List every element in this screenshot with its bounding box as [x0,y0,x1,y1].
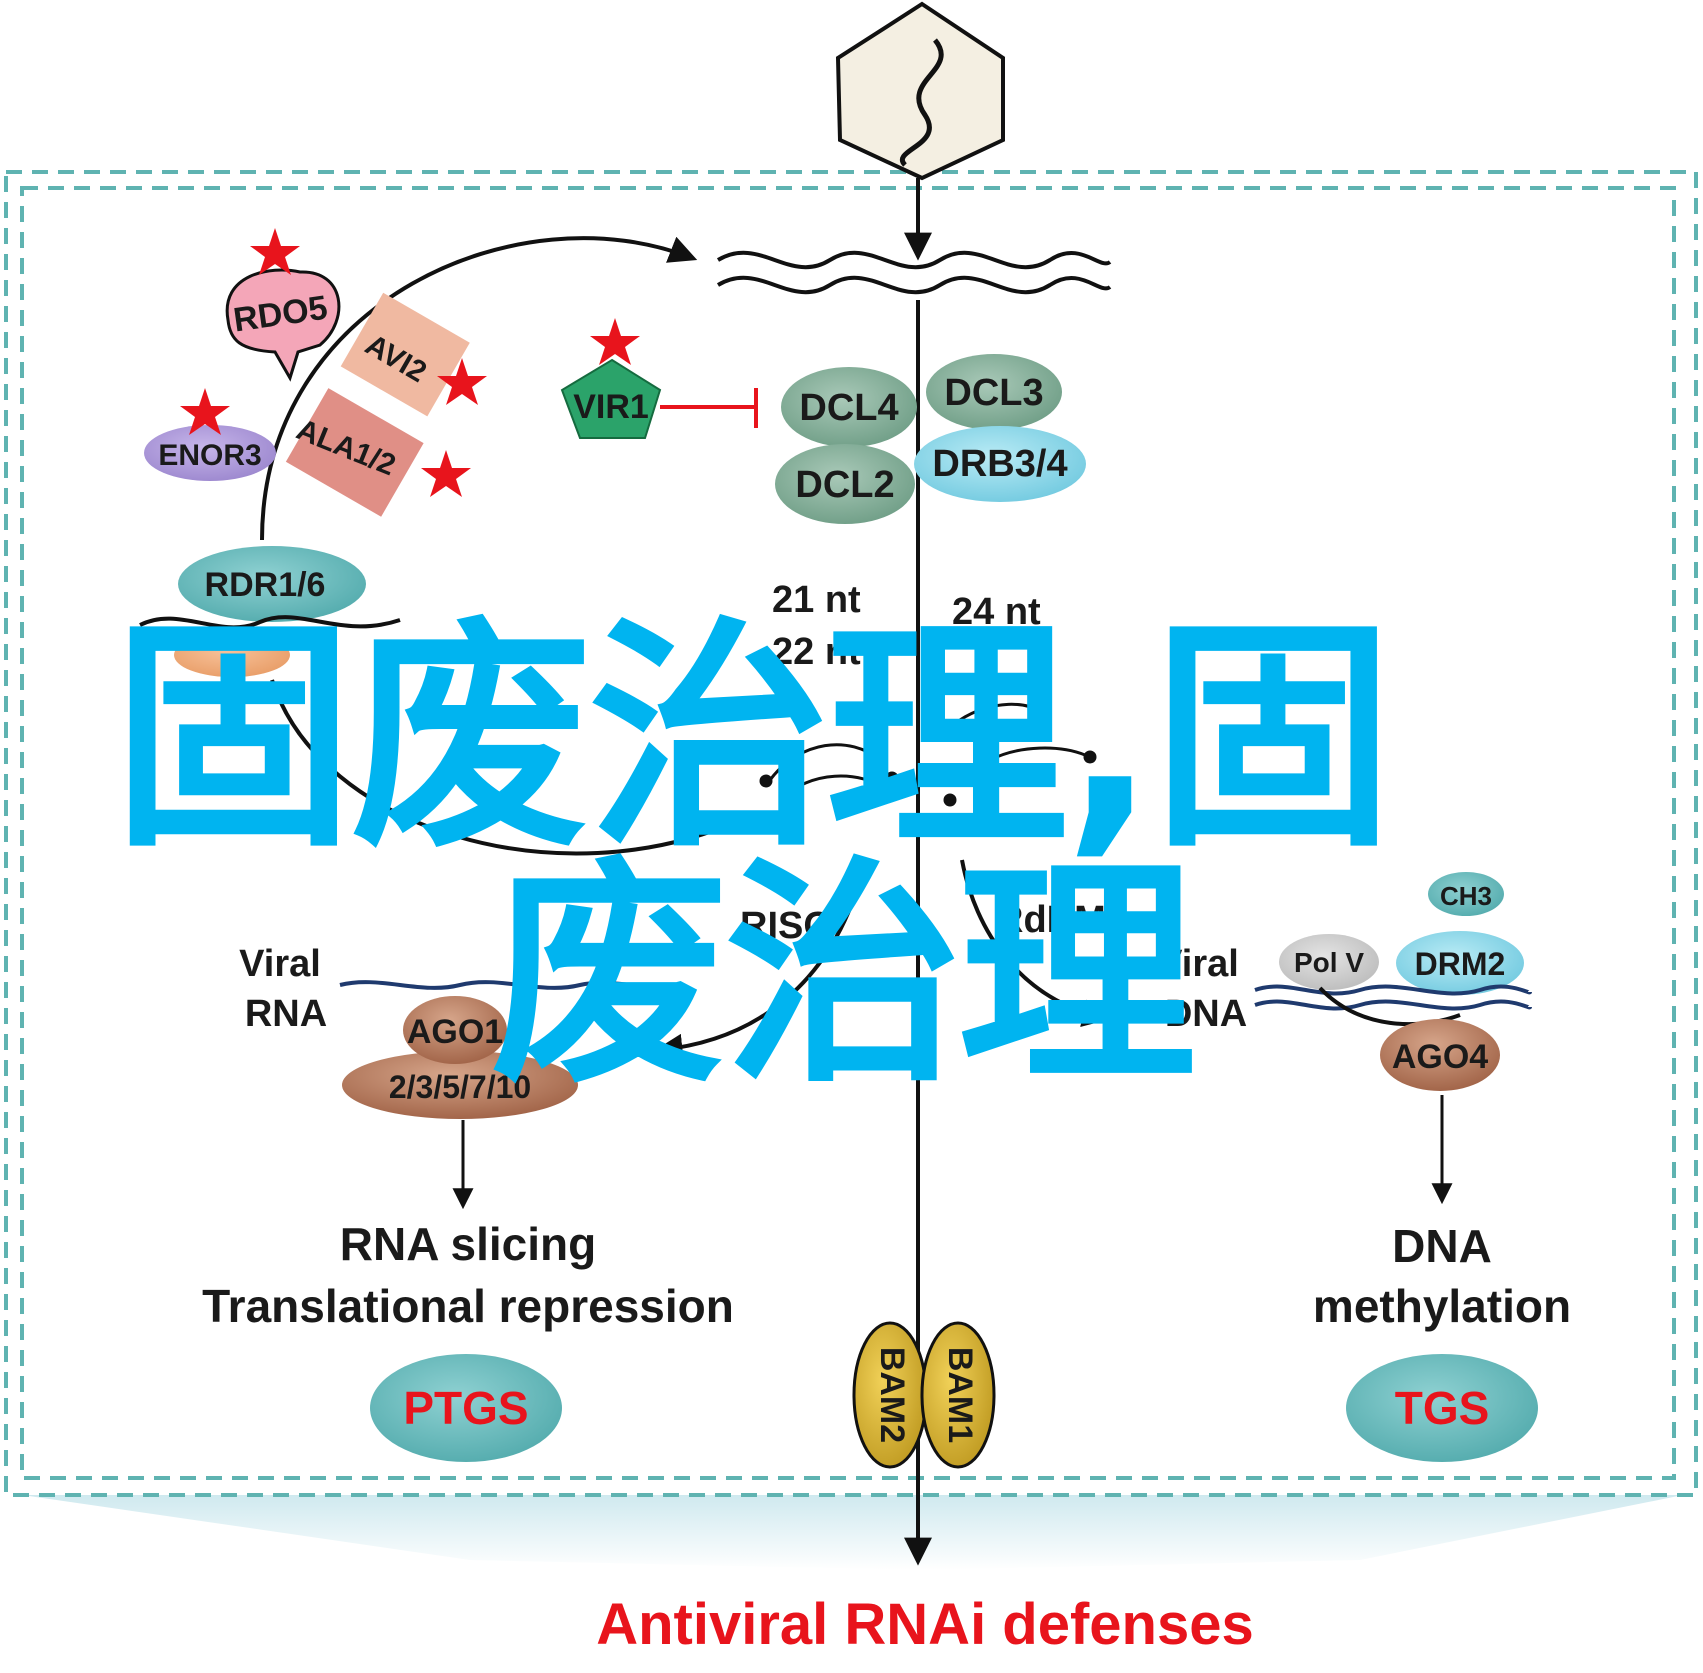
dcl4-ellipse [781,367,917,447]
enor3-ellipse [144,425,276,481]
ago1-label: AGO1 [407,1013,503,1051]
tgs-label: TGS [1395,1382,1490,1434]
drm2-label: DRM2 [1415,946,1506,982]
inner-dashed-frame [20,186,1676,1480]
dcl3-ellipse [926,354,1062,430]
star-icon [437,358,487,405]
star-icon [590,318,640,365]
bam1-label: BAM1 [941,1347,979,1443]
footer-title: Antiviral RNAi defenses [596,1592,1254,1657]
drb34-label: DRB3/4 [932,443,1067,485]
viral-rna-label-1: Viral [239,943,321,985]
viral-dna-strand-1 [1254,984,1532,996]
srna-duplex-right [943,702,1097,807]
rdo5-bubble: RDO5 [225,268,341,382]
rna-slicing-label: RNA slicing [340,1218,596,1270]
lower-left-arc [270,679,741,856]
vir1-label: VIR1 [573,388,649,426]
dcl2-ellipse [775,444,915,524]
dcl2-label: DCL2 [795,464,894,506]
ptgs-label: PTGS [403,1382,528,1434]
drb34-ellipse [914,426,1086,502]
ch3-label: CH3 [1440,881,1492,911]
rddm-label: RdDM [996,899,1106,941]
star-icons [180,228,640,497]
rdr16-label: RDR1/6 [205,566,326,604]
viral-dna-label-1: Viral [1157,943,1239,985]
viral-rna-label-2: RNA [245,993,327,1035]
rddm-arc [960,859,1111,1028]
methylation-label: methylation [1313,1280,1571,1332]
drm2-ellipse [1396,931,1524,995]
avi2-shape: AVI2 [340,292,470,417]
viral-dna-strand-2 [1254,999,1532,1011]
star-icon [180,388,230,435]
ago4-ellipse [1380,1019,1500,1091]
star-icon [421,450,471,497]
polv-label: Pol V [1294,947,1364,978]
ago-family-label: 2/3/5/7/10 [389,1069,531,1105]
rdr-rna-strand [139,615,401,630]
risc-arc [654,879,862,1062]
risc-label: RISC [740,905,831,947]
dsrna-wave [716,250,1112,295]
vir1-pentagon: VIR1 [560,358,662,439]
ch3-ellipse [1428,872,1504,916]
tgs-ellipse [1346,1354,1538,1462]
nt24-label: 24 nt [952,591,1041,633]
ala12-shape: ALA1/2 [285,388,424,517]
dcl4-label: DCL4 [799,387,898,429]
enor3-label: ENOR3 [158,439,261,472]
srna-duplex-left [759,743,899,802]
ago4-label: AGO4 [1392,1038,1488,1076]
bam2-label: BAM2 [873,1347,911,1443]
nt21-label: 21 nt [772,579,861,621]
translational-repression-label: Translational repression [202,1280,734,1332]
rdr-cycle-arc [260,236,698,541]
ago-base-ellipse [342,1051,578,1119]
star-icon [250,228,300,275]
polv-ellipse [1279,934,1379,990]
ptgs-ellipse [370,1354,562,1462]
orange-ellipse [174,633,290,677]
bam1-ellipse [920,1321,996,1469]
inhibition-bar-icon [660,388,758,428]
viral-rna-strand [339,980,661,990]
ago1-ellipse [403,996,507,1064]
rdr16-ellipse [178,546,366,622]
outer-dashed-frame [4,170,1698,1497]
nt22-label: 22 nt [772,631,861,673]
funnel-shape [22,1495,1683,1570]
dna-label: DNA [1392,1220,1492,1272]
viral-dna-label-2: DNA [1165,993,1247,1035]
virus-hexagon-icon [835,1,1005,181]
dcl3-label: DCL3 [944,372,1043,414]
